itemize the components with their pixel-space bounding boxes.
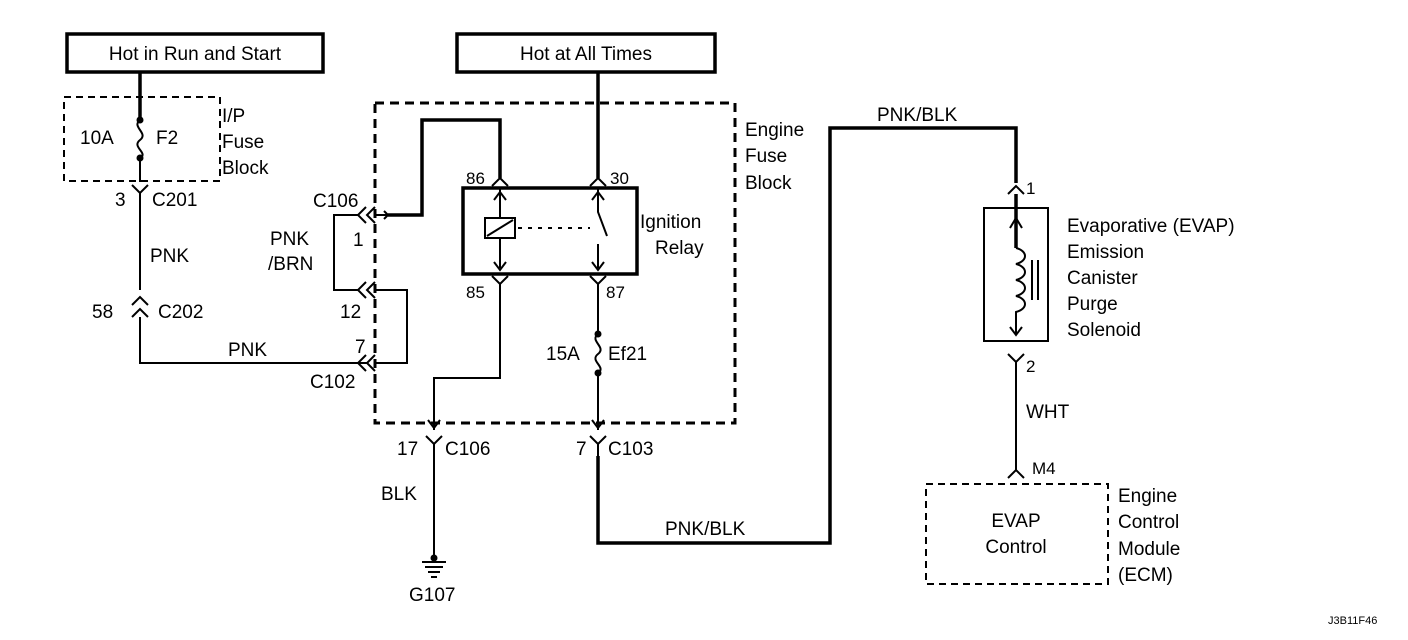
c106-pin1: 1 (353, 230, 364, 251)
ecm: EVAP Control Engine Control Module (ECM) (925, 483, 1180, 586)
solenoid-name-1: Evaporative (EVAP) (1067, 216, 1235, 237)
wire-blk-label: BLK (381, 484, 417, 505)
connector-c102: 7 C102 (310, 337, 376, 393)
solenoid-name-3: Canister (1067, 268, 1138, 289)
fuse-ef21-symbol (594, 333, 602, 374)
solenoid-pin1: 1 (1026, 179, 1035, 198)
ip-fuse-block-name-3: Block (222, 158, 269, 179)
connector-c103: 7 C103 (576, 435, 653, 460)
ecm-name-1: Engine (1118, 486, 1177, 507)
fuse-ef21: 15A Ef21 (546, 290, 647, 430)
engine-fuse-block-outline (373, 101, 737, 425)
ip-fuse-block: 10A F2 I/P Fuse Block (63, 72, 269, 182)
solenoid-name-5: Solenoid (1067, 320, 1141, 341)
relay-name-2: Relay (655, 238, 704, 259)
ecm-name-3: Module (1118, 539, 1180, 560)
solenoid-name-2: Emission (1067, 242, 1144, 263)
evap-purge-solenoid: 1 2 Evaporative (EVAP) Emission Canister… (983, 179, 1235, 380)
wire-pnk-brn-1: PNK (270, 229, 309, 250)
c106-pin12: 12 (340, 302, 361, 323)
fuse-ef21-id: Ef21 (608, 344, 647, 365)
fuse-f2-rating: 10A (80, 128, 114, 149)
relay-pin-86: 86 (466, 169, 485, 188)
relay-pin-30: 30 (610, 169, 629, 188)
c202-pin: 58 (92, 302, 113, 323)
solenoid-core (1031, 260, 1039, 300)
ecm-pin-m4: M4 (1032, 459, 1056, 478)
c102-label: C102 (310, 372, 355, 393)
wire-relay-85 (433, 290, 501, 430)
ground-label: G107 (409, 585, 455, 606)
ip-fuse-block-name-1: I/P (222, 106, 245, 127)
wire-bridge-12-7 (375, 289, 408, 364)
solenoid-coil (1015, 247, 1026, 335)
wire-relay-86 (388, 118, 502, 217)
fuse-ef21-rating: 15A (546, 344, 580, 365)
fuse-f2-id: F2 (156, 128, 178, 149)
connector-c106-top: C106 1 12 (313, 191, 376, 323)
ip-fuse-block-name-2: Fuse (222, 132, 264, 153)
wire-pnk-upper-label: PNK (150, 246, 189, 267)
connector-c106-bottom: 17 C106 (397, 435, 490, 460)
c102-pin: 7 (355, 337, 366, 358)
wire-pnk-lower-label: PNK (228, 340, 267, 361)
wire-pnk-brn-loop (333, 214, 358, 291)
wire-pnk-brn-2: /BRN (268, 254, 313, 275)
fuse-f2-symbol (136, 119, 144, 159)
solenoid-name-4: Purge (1067, 294, 1118, 315)
source-all-times: Hot at All Times (455, 32, 717, 74)
c106-bottom-label: C106 (445, 439, 490, 460)
source-run-start-label: Hot in Run and Start (109, 44, 282, 65)
ecm-name-4: (ECM) (1118, 565, 1173, 586)
solenoid-pin2: 2 (1026, 357, 1035, 376)
ecm-function-2: Control (985, 537, 1046, 558)
wire-wht-label: WHT (1026, 402, 1070, 423)
ignition-relay: Ignition Relay 86 30 85 87 (461, 72, 704, 302)
relay-pin-85: 85 (466, 283, 485, 302)
wire-pnk-lower (139, 317, 368, 364)
wire-pnk-blk-top-label: PNK/BLK (877, 105, 958, 126)
c103-label: C103 (608, 439, 653, 460)
source-all-times-label: Hot at All Times (520, 44, 652, 65)
c201-label: C201 (152, 190, 197, 211)
engine-fuse-block-name-1: Engine (745, 120, 804, 141)
relay-name-1: Ignition (640, 212, 701, 233)
c106-bottom-pin: 17 (397, 439, 418, 460)
engine-fuse-block-name-3: Block (745, 173, 792, 194)
wire-pnk-blk-bottom-label: PNK/BLK (665, 519, 746, 540)
ecm-name-2: Control (1118, 512, 1179, 533)
engine-fuse-block-name-2: Fuse (745, 146, 787, 167)
connector-c201: 3 C201 (115, 184, 197, 211)
figure-id: J3B11F46 (1328, 615, 1377, 627)
c103-pin: 7 (576, 439, 587, 460)
ground-symbol: G107 (409, 554, 455, 606)
ecm-function-1: EVAP (991, 511, 1040, 532)
relay-pin-87: 87 (606, 283, 625, 302)
connector-c202: 58 C202 (92, 295, 203, 323)
c202-label: C202 (158, 302, 203, 323)
wire-pnk-blk (596, 126, 1018, 545)
c106-top-label: C106 (313, 191, 358, 212)
source-run-start: Hot in Run and Start (65, 32, 325, 74)
c201-pin: 3 (115, 190, 126, 211)
